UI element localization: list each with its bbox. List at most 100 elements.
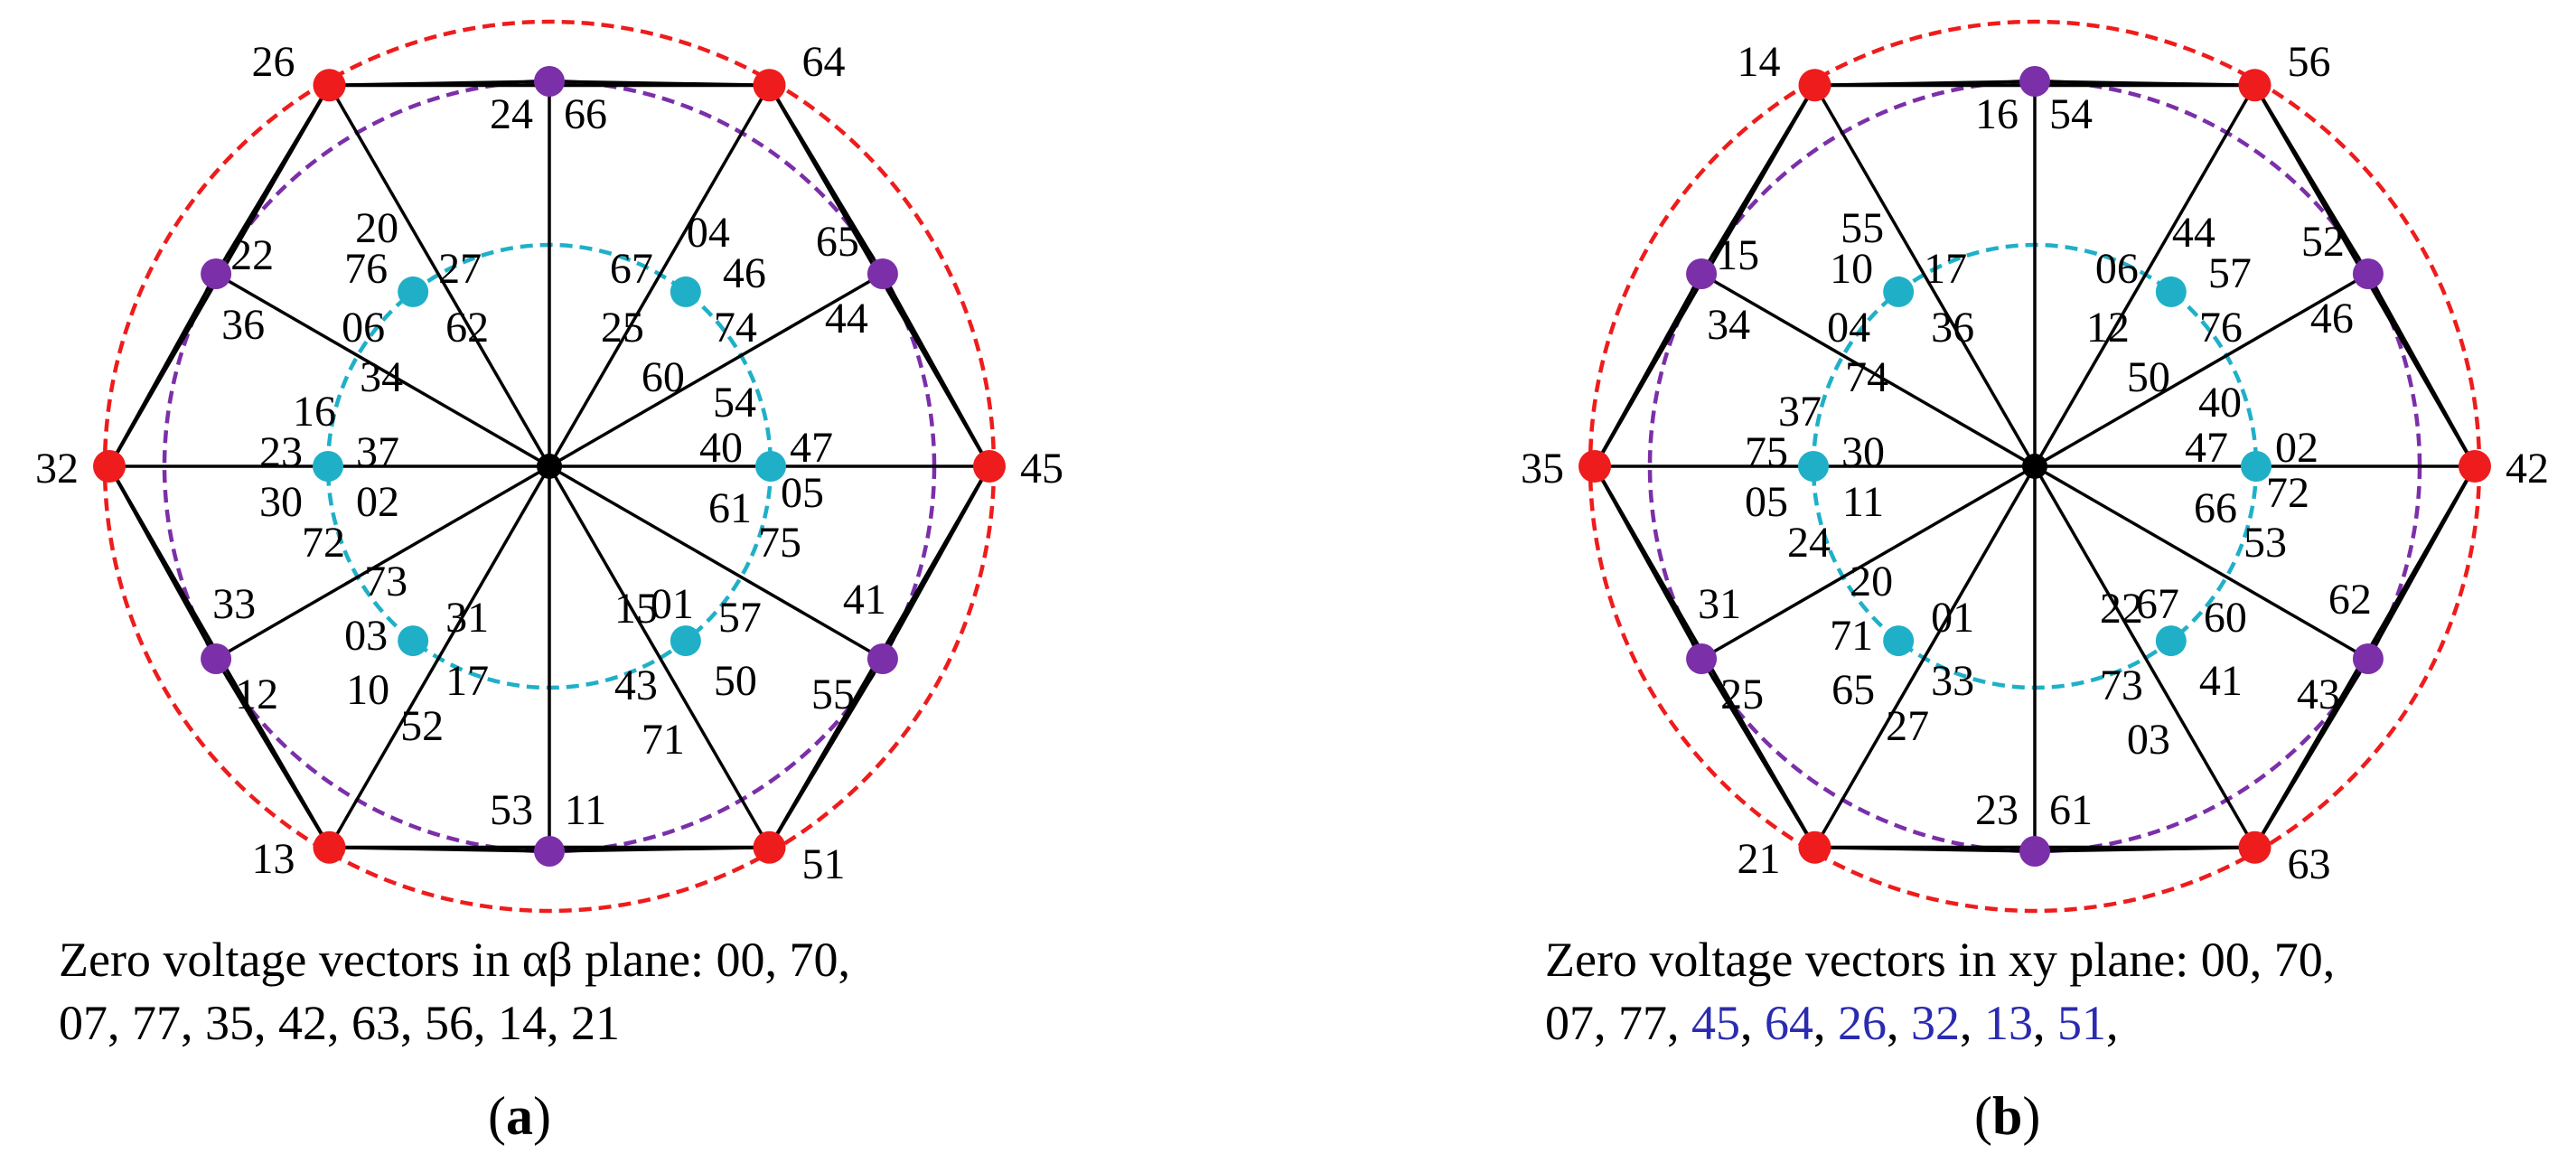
triangle-edge — [1814, 846, 2036, 853]
inner-vector-label: 76 — [2199, 304, 2243, 352]
outer-vector-label: 64 — [802, 38, 846, 86]
inner-vector-label: 15 — [614, 585, 658, 633]
radial-line — [2033, 465, 2257, 849]
inner-vector-label: 55 — [1841, 204, 1884, 252]
middle-vector-label: 52 — [2301, 218, 2345, 266]
caption-separator: , — [1740, 996, 1753, 1050]
triangle-edge — [1593, 465, 1703, 660]
inner-vector-node — [398, 276, 429, 307]
inner-vector-label: 34 — [360, 353, 403, 401]
inner-vector-label: 67 — [2136, 580, 2179, 628]
middle-vector-node — [2352, 258, 2384, 289]
middle-vector-node — [201, 643, 232, 674]
middle-vector-label: 36 — [221, 301, 265, 349]
triangle-edge — [767, 84, 885, 275]
radial-line — [548, 84, 772, 467]
outer-vector-node — [1798, 830, 1831, 864]
outer-vector-label: 14 — [1738, 38, 1781, 86]
inner-vector-label: 11 — [1842, 478, 1884, 526]
inner-vector-label: 27 — [1886, 702, 1929, 750]
inner-vector-node — [670, 625, 701, 657]
triangle-edge — [1700, 84, 1817, 275]
middle-vector-node — [201, 258, 232, 289]
inner-vector-label: 57 — [718, 594, 762, 642]
highlighted-zero-vector: 32 — [1899, 996, 1961, 1050]
inner-vector-label: 30 — [1841, 428, 1885, 476]
inner-vector-label: 73 — [2100, 661, 2143, 709]
outer-vector-node — [313, 830, 346, 864]
radial-line — [548, 464, 884, 661]
caption-separator: , — [1813, 996, 1826, 1050]
panel-b-caption-line2-plain: 07, 77, — [1545, 996, 1680, 1050]
radial-line — [548, 272, 884, 468]
inner-vector-label: 60 — [2204, 594, 2247, 642]
inner-vector-label: 57 — [2208, 249, 2252, 297]
panel-a-sub-label: (a) — [488, 1086, 551, 1146]
inner-vector-node — [1883, 625, 1915, 657]
inner-vector-label: 20 — [355, 204, 398, 252]
middle-vector-label: 46 — [2310, 295, 2354, 342]
outer-vector-label: 32 — [35, 445, 79, 493]
radial-line — [1700, 464, 2036, 661]
middle-vector-label: 33 — [212, 580, 256, 628]
inner-vector-node — [313, 451, 343, 482]
outer-vector-node — [93, 450, 126, 483]
radial-line — [215, 272, 550, 468]
inner-vector-label: 74 — [714, 304, 757, 352]
caption-separator: , — [1960, 996, 1972, 1050]
inner-vector-label: 60 — [642, 353, 685, 401]
outer-vector-node — [1798, 69, 1831, 102]
triangle-edge — [767, 658, 885, 849]
inner-vector-node — [1883, 276, 1915, 307]
radial-line — [548, 465, 772, 849]
radial-line — [2034, 464, 2369, 661]
middle-vector-label: 23 — [1975, 786, 2019, 834]
inner-vector-node — [2241, 451, 2272, 482]
inner-vector-label: 40 — [699, 424, 743, 472]
middle-vector-label: 54 — [2049, 90, 2093, 138]
inner-vector-label: 05 — [1745, 478, 1788, 526]
triangle-edge — [2366, 273, 2477, 467]
inner-vector-label: 01 — [1931, 594, 1974, 642]
middle-vector-node — [2019, 66, 2050, 97]
inner-vector-label: 04 — [687, 209, 730, 257]
middle-vector-node — [2019, 836, 2050, 867]
panel-b-caption-line2: 07, 77, 45, 64, 26, 32, 13, 51, — [1545, 996, 2119, 1050]
triangle-edge — [881, 465, 991, 660]
inner-vector-label: 67 — [610, 245, 653, 293]
triangle-edge — [2034, 846, 2255, 853]
inner-vector-label: 52 — [400, 702, 444, 750]
inner-vector-label: 02 — [356, 478, 399, 526]
outer-vector-label: 13 — [252, 835, 295, 883]
inner-vector-label: 46 — [723, 249, 766, 297]
panel-b-sub-label: (b) — [1974, 1086, 2040, 1146]
inner-vector-label: 47 — [2185, 424, 2228, 472]
inner-vector-label: 71 — [642, 716, 685, 764]
triangle-edge — [329, 846, 550, 853]
middle-vector-label: 61 — [2049, 786, 2093, 834]
inner-vector-node — [670, 276, 701, 307]
middle-vector-node — [866, 643, 898, 674]
middle-vector-label: 25 — [1720, 671, 1764, 718]
middle-vector-label: 43 — [2297, 671, 2340, 718]
inner-vector-label: 02 — [2275, 424, 2318, 472]
radial-line — [1813, 465, 2037, 849]
middle-vector-label: 24 — [490, 90, 533, 138]
inner-vector-label: 30 — [259, 478, 303, 526]
outer-vector-label: 21 — [1738, 835, 1781, 883]
highlighted-zero-vector: 51 — [2046, 996, 2107, 1050]
inner-vector-label: 54 — [713, 379, 756, 427]
outer-vector-node — [753, 69, 786, 102]
highlighted-zero-vector: 13 — [1972, 996, 2034, 1050]
inner-vector-label: 05 — [781, 469, 824, 517]
inner-vector-label: 76 — [344, 245, 388, 293]
radial-line — [215, 464, 550, 661]
triangle-edge — [214, 658, 332, 849]
caption-separator: , — [1887, 996, 1899, 1050]
triangle-edge — [881, 273, 991, 467]
triangle-edge — [214, 84, 332, 275]
outer-vector-label: 42 — [2506, 445, 2549, 493]
radial-line — [2034, 272, 2369, 468]
